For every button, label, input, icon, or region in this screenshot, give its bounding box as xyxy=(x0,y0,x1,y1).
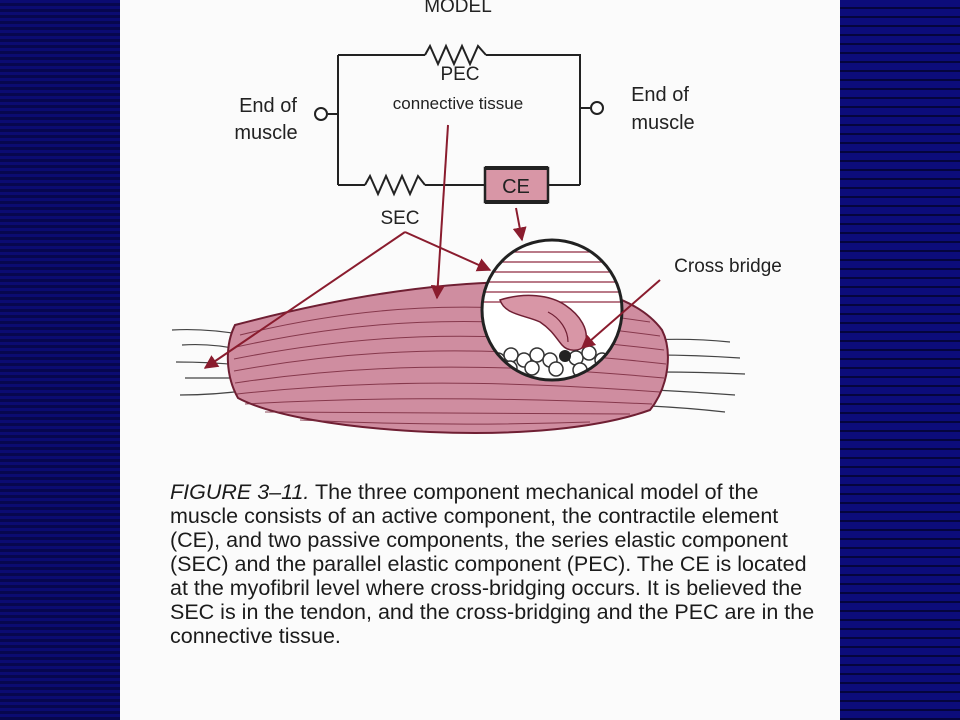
muscle-fibers xyxy=(233,306,667,425)
left-terminal-node xyxy=(314,107,328,121)
sec-spring xyxy=(364,173,426,197)
muscle-illustration xyxy=(171,280,746,434)
pec-sublabel: connective tissue xyxy=(393,94,523,113)
right-end-label-line1: End of xyxy=(631,84,689,106)
arrow-sec-to-zoom xyxy=(404,231,492,272)
right-end-label-line2: muscle xyxy=(631,112,694,134)
ce-label: CE xyxy=(502,176,530,198)
left-end-label-line1: End of xyxy=(239,95,297,117)
arrow-ce-to-zoom xyxy=(512,207,527,242)
sec-label: SEC xyxy=(380,208,419,229)
myosin-head xyxy=(499,294,587,351)
cross-bridge-attachment xyxy=(559,350,571,362)
figure-caption-text: The three component mechanical model of … xyxy=(170,480,815,648)
model-title: MODEL xyxy=(424,0,492,17)
arrow-cross-bridge xyxy=(580,279,661,349)
circuit-diagram xyxy=(328,43,590,197)
arrow-pec-to-muscle xyxy=(430,124,449,300)
top-wire-right xyxy=(486,54,581,185)
figure-caption: FIGURE 3–11. The three component mechani… xyxy=(170,480,820,648)
pointer-arrows xyxy=(203,124,661,369)
right-decorative-band xyxy=(840,0,960,720)
left-decorative-band xyxy=(0,0,120,720)
arrow-sec-to-left-tendon xyxy=(203,231,406,369)
pec-spring xyxy=(424,43,487,67)
figure-label: FIGURE 3–11. xyxy=(170,480,310,504)
left-end-label-line2: muscle xyxy=(234,122,297,144)
cross-bridge-label: Cross bridge xyxy=(674,256,782,277)
right-terminal-node xyxy=(590,101,604,115)
pec-label: PEC xyxy=(440,64,479,85)
